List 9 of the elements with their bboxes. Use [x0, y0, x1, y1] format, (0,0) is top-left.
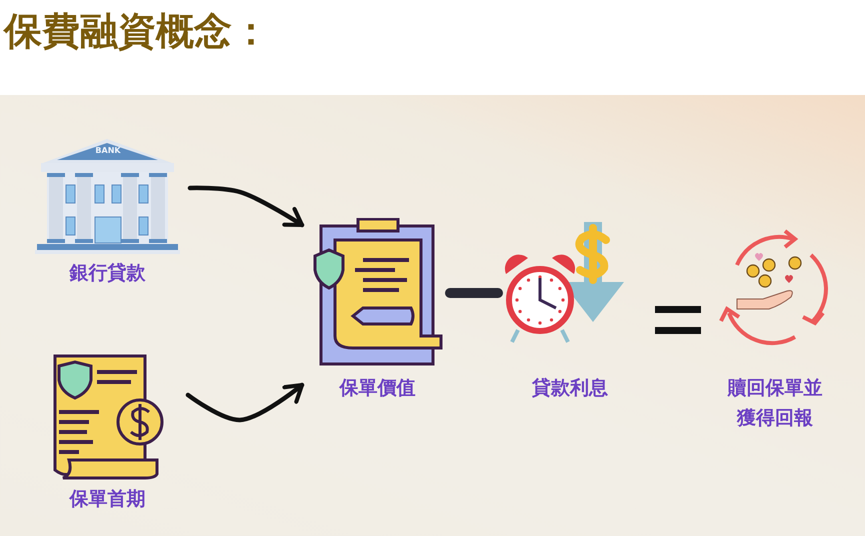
node-label: 銀行貸款 — [68, 261, 146, 286]
sign-text: BANK — [94, 146, 122, 155]
node-label: 贖回保單並獲得回報 — [726, 376, 824, 431]
title: 保費融資概念： — [4, 8, 270, 54]
curved-arrow — [186, 382, 304, 422]
node-label: 貸款利息 — [531, 376, 609, 401]
node-label: 保單首期 — [68, 487, 146, 512]
node-label: 保單價值 — [338, 376, 416, 401]
curved-arrow — [188, 186, 304, 228]
